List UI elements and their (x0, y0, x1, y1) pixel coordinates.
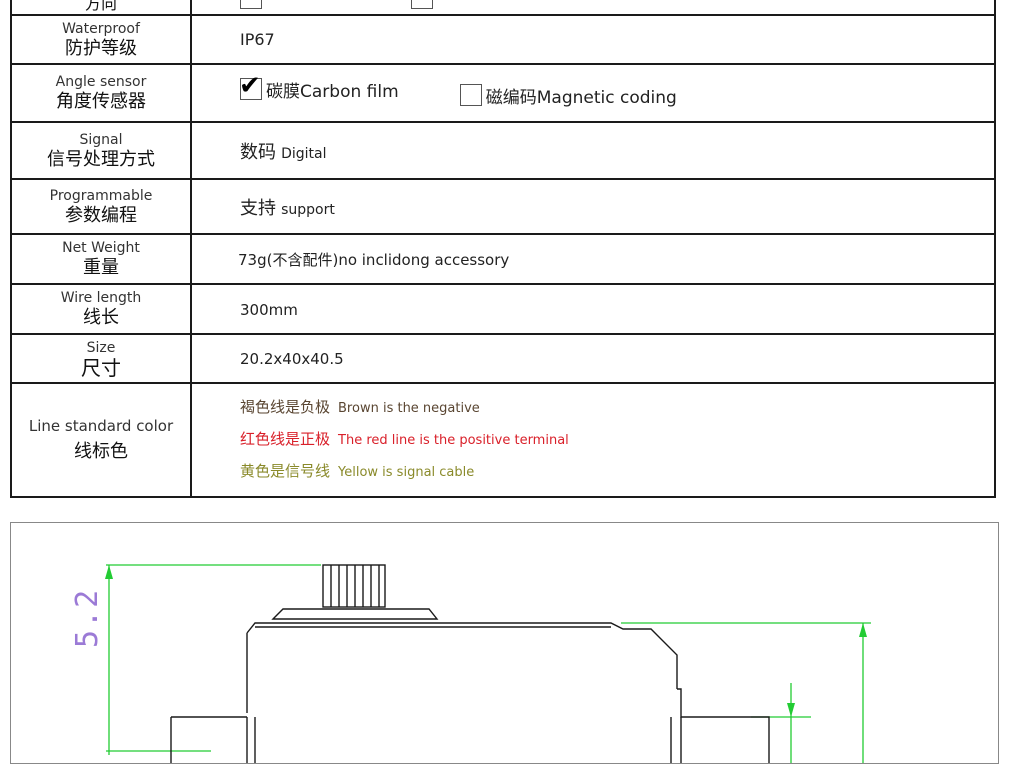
wire-color-cn: 红色线是正极 (240, 430, 331, 448)
arrow-icon (859, 623, 867, 637)
wire-color-line-red: 红色线是正极 The red line is the positive termi… (240, 424, 994, 456)
spec-value-cn: 支持 (240, 197, 276, 219)
spec-row-net-weight: Net Weight 重量 73g(不含配件)no inclidong acce… (10, 233, 996, 285)
dimension-label: 5.2 (70, 587, 105, 648)
spec-label-cell: 方向 (10, 0, 192, 16)
spec-value: IP67 (240, 30, 275, 49)
spec-value-cn: 数码 (240, 141, 276, 163)
spec-value-cell: IP67 (190, 14, 996, 65)
spec-label-en: Programmable (49, 187, 153, 204)
dimension-lines (106, 564, 871, 763)
spec-value-en: Digital (281, 145, 327, 162)
spec-label-cn: 尺寸 (81, 355, 121, 380)
direction-checkbox-1[interactable] (240, 0, 262, 9)
arrow-icon (787, 703, 795, 717)
spline-base (271, 608, 439, 620)
spec-label-en: Waterproof (62, 20, 140, 37)
magnetic-coding-label: 磁编码Magnetic coding (485, 87, 677, 108)
spec-label-cell: Net Weight 重量 (10, 233, 192, 285)
spec-label-en: Size (86, 339, 116, 356)
servo-outline-drawing (105, 564, 871, 763)
spec-row-programmable: Programmable 参数编程 支持 support (10, 178, 996, 235)
spec-label-en: Net Weight (62, 240, 140, 256)
wire-color-line-yellow: 黄色是信号线 Yellow is signal cable (240, 456, 994, 488)
spec-label-cn: 角度传感器 (56, 91, 146, 112)
spec-label-en: Wire length (60, 290, 142, 306)
spec-value-cell: 20.2x40x40.5 (190, 333, 996, 384)
mounting-flange (170, 688, 770, 763)
arrow-icon (105, 565, 113, 579)
spec-label-cn: 参数编程 (65, 204, 137, 226)
spec-row-line-color: Line standard color 线标色 褐色线是负极 Brown is t… (10, 382, 996, 498)
spec-label-cell: Angle sensor 角度传感器 (10, 63, 192, 123)
spec-value-en: support (281, 201, 335, 218)
spec-label-cell: Signal 信号处理方式 (10, 121, 192, 180)
spec-value-cell: 支持 support (190, 178, 996, 235)
spec-row-waterproof: Waterproof 防护等级 IP67 (10, 14, 996, 65)
spec-value: 20.2x40x40.5 (240, 350, 344, 368)
wire-color-en: Brown is the negative (338, 401, 480, 416)
spec-value-cell: 褐色线是负极 Brown is the negative 红色线是正极 The re… (190, 382, 996, 498)
spec-label-cn: 信号处理方式 (47, 148, 155, 170)
spec-label-cn: 重量 (83, 257, 119, 278)
spec-row-size: Size 尺寸 20.2x40x40.5 (10, 333, 996, 384)
carbon-film-label: 碳膜Carbon film (266, 81, 399, 102)
wire-color-cn: 褐色线是负极 (240, 398, 331, 416)
check-icon: ✔ (239, 71, 261, 101)
spec-label-cn: 方向 (84, 0, 117, 13)
spec-row-signal: Signal 信号处理方式 数码 Digital (10, 121, 996, 180)
spec-value-cell: 数码 Digital (190, 121, 996, 180)
spec-label-cn: 线标色 (74, 441, 128, 462)
spec-label-en: Line standard color (28, 417, 174, 435)
spec-label-cell: Wire length 线长 (10, 283, 192, 335)
spec-label-cell: Size 尺寸 (10, 333, 192, 384)
spec-value-cell: 73g(不含配件)no inclidong accessory (190, 233, 996, 285)
spec-row-wire-length: Wire length 线长 300mm (10, 283, 996, 335)
spec-label-cell: Programmable 参数编程 (10, 178, 192, 235)
spec-value: 300mm (240, 300, 298, 319)
magnetic-coding-checkbox[interactable] (459, 84, 482, 106)
spec-label-en: Angle sensor (55, 74, 147, 90)
spec-value-cell: 300mm (190, 283, 996, 335)
spec-label-cn: 防护等级 (65, 37, 137, 59)
wire-color-en: Yellow is signal cable (338, 465, 475, 480)
carbon-film-checkbox[interactable]: ✔ (239, 73, 262, 100)
direction-checkbox-2[interactable] (411, 0, 434, 9)
wire-color-cn: 黄色是信号线 (240, 462, 331, 480)
spec-value: 73g(不含配件)no inclidong accessory (238, 250, 510, 269)
spec-row-direction: 方向 (10, 0, 996, 16)
spec-value-cell: ✔碳膜Carbon film 磁编码Magnetic coding (190, 63, 996, 123)
dimension-arrows (105, 565, 867, 717)
spec-value-cell (190, 0, 996, 16)
spec-row-angle-sensor: Angle sensor 角度传感器 ✔碳膜Carbon film 磁编码Mag… (10, 63, 996, 123)
case-top (246, 622, 678, 713)
wire-color-line-brown: 褐色线是负极 Brown is the negative (240, 392, 994, 424)
spec-label-cell: Line standard color 线标色 (10, 382, 192, 498)
technical-drawing (10, 522, 999, 764)
spec-table: 方向 Waterproof 防护等级 IP67 Angle sensor 角度传… (10, 0, 996, 498)
output-spline (322, 564, 386, 608)
wire-color-en: The red line is the positive terminal (338, 433, 569, 448)
spec-label-cell: Waterproof 防护等级 (10, 14, 192, 65)
spec-label-cn: 线长 (83, 307, 119, 328)
spec-label-en: Signal (79, 131, 123, 148)
servo-body-outline (170, 564, 770, 763)
